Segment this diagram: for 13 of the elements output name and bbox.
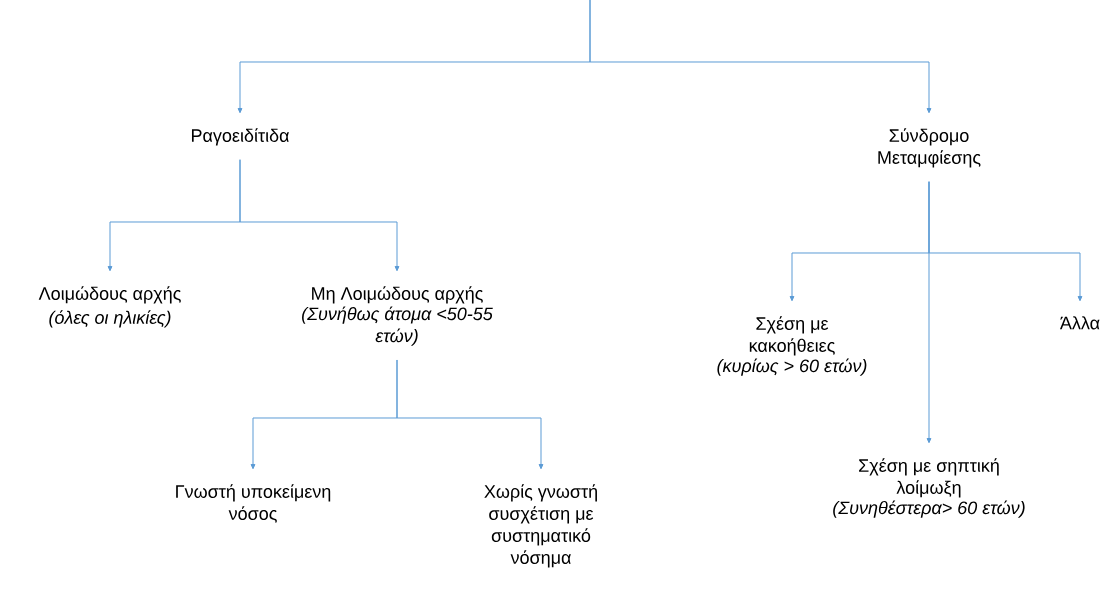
node-text: Χωρίς γνωστή συσχέτιση με συστηματικό νόσημα xyxy=(484,484,597,568)
node-text: Σύνδρομο Μεταμφίεσης xyxy=(878,128,981,168)
arrow xyxy=(589,0,932,114)
node-text: Μη Λοιμώδους αρχής (Συνήθως άτομα <50-55 ετών) xyxy=(302,286,493,346)
node-text: Ραγοειδίτιδα xyxy=(192,128,289,146)
node-text: Σχέση με σηπτική λοίμωξη (Συνηθέστερα> 60 ετών) xyxy=(833,458,1025,518)
node-text: Λοιμώδους αρχής (όλες οι ηλικίες) xyxy=(38,286,181,328)
arrow xyxy=(926,181,932,444)
node-text: Άλλα xyxy=(1059,316,1100,330)
node-text: Σχέση με κακοήθειες (κυρίως > 60 ετών) xyxy=(717,316,867,376)
arrow xyxy=(239,159,400,272)
arrow xyxy=(396,359,544,470)
node-text: Γνωστή υποκείμενη νόσος xyxy=(176,484,331,523)
